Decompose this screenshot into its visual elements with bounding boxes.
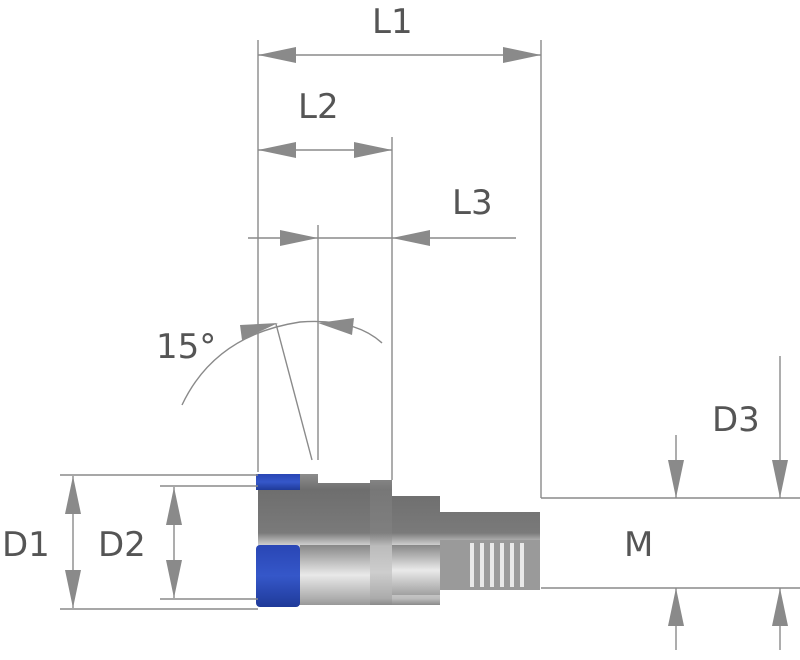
thread-grooves <box>470 543 524 587</box>
cylinder-section <box>300 545 370 605</box>
fitting-part <box>256 474 540 607</box>
label-angle: 15° <box>156 327 216 367</box>
seal-ring-bottom <box>256 545 300 607</box>
label-D1: D1 <box>2 525 50 565</box>
neck-section <box>370 480 392 605</box>
seal-ring-top <box>256 474 300 490</box>
dimension-lines <box>60 40 800 650</box>
label-M: M <box>624 525 653 565</box>
label-L1: L1 <box>372 2 413 42</box>
groove-section <box>392 545 440 595</box>
label-D3: D3 <box>712 400 760 440</box>
label-L2: L2 <box>298 87 339 127</box>
label-D2: D2 <box>98 525 146 565</box>
label-L3: L3 <box>452 183 493 223</box>
